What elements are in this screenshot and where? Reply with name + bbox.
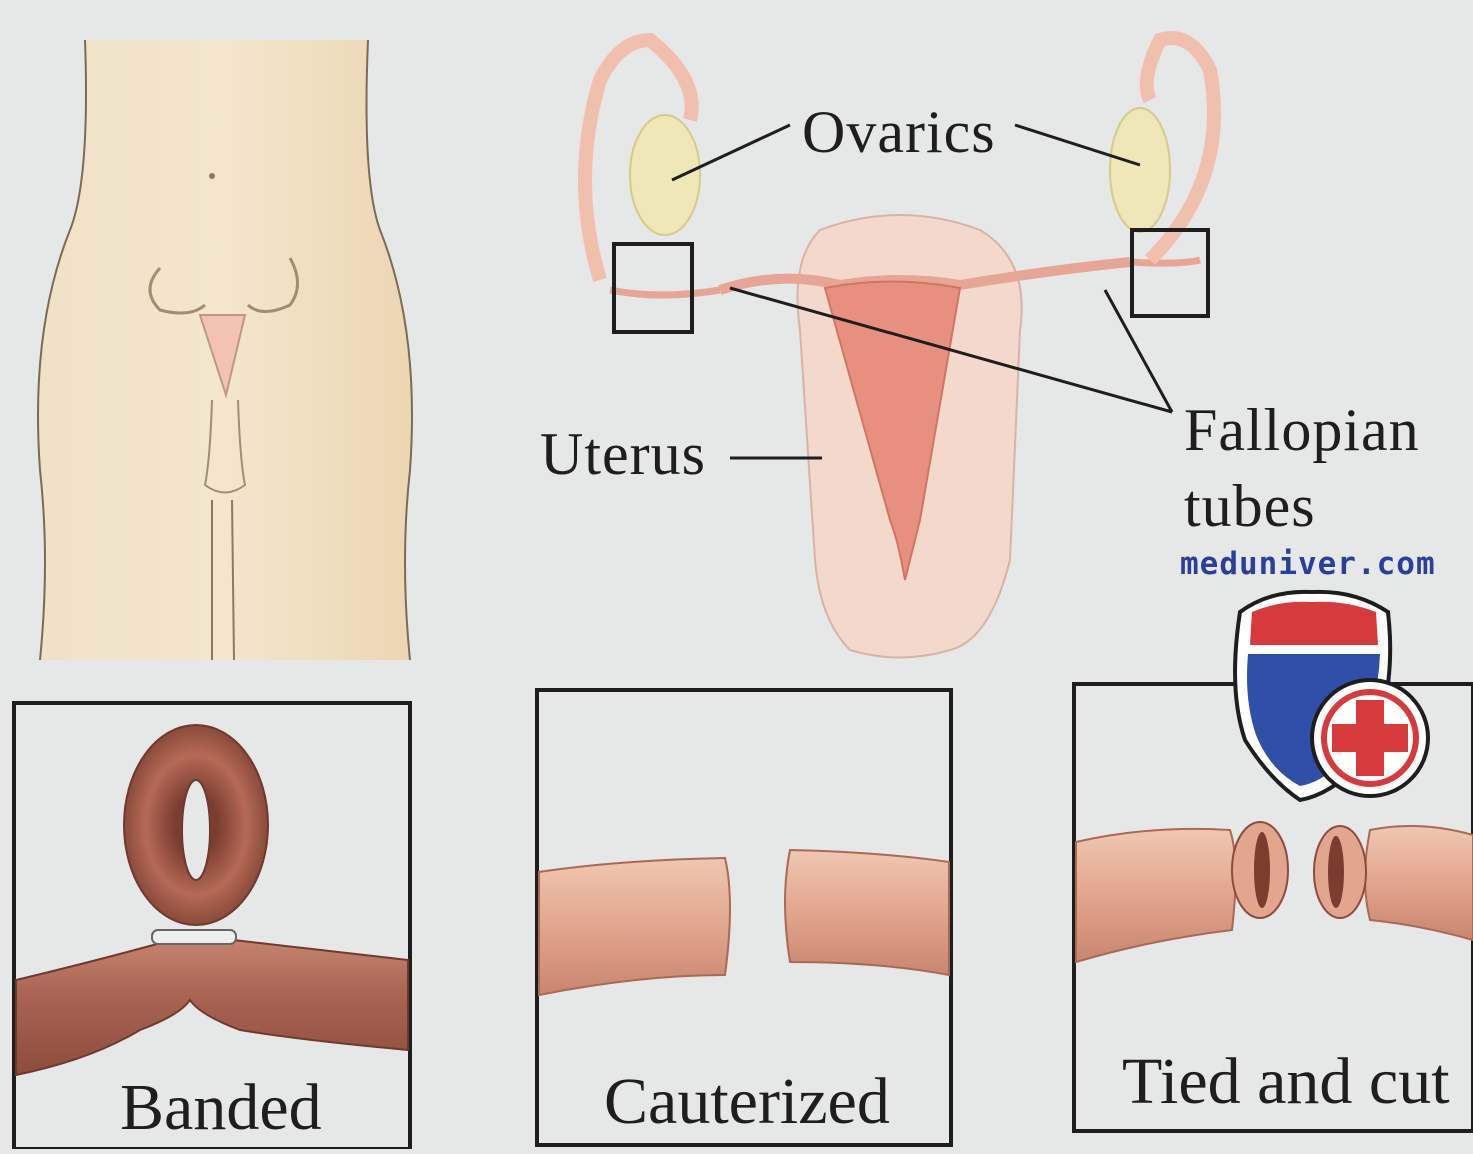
- torso-illustration: [38, 40, 412, 660]
- watermark-text: meduniver.com: [1180, 546, 1436, 582]
- ovaries-label: Ovarics: [802, 98, 996, 167]
- cauterized-caption: Cauterized: [604, 1064, 890, 1140]
- tied-and-cut-caption: Tied and cut: [1122, 1044, 1450, 1120]
- left-tube-callout-box: [614, 244, 692, 332]
- uterus-label: Uterus: [540, 420, 706, 489]
- banded-caption: Banded: [120, 1070, 322, 1146]
- fallopian-label-line-2: tubes: [1184, 468, 1420, 544]
- medical-cross-logo-icon: [1235, 592, 1428, 800]
- fallopian-tubes-label: Fallopian tubes: [1184, 392, 1420, 544]
- fallopian-label-line-1: Fallopian: [1184, 392, 1420, 468]
